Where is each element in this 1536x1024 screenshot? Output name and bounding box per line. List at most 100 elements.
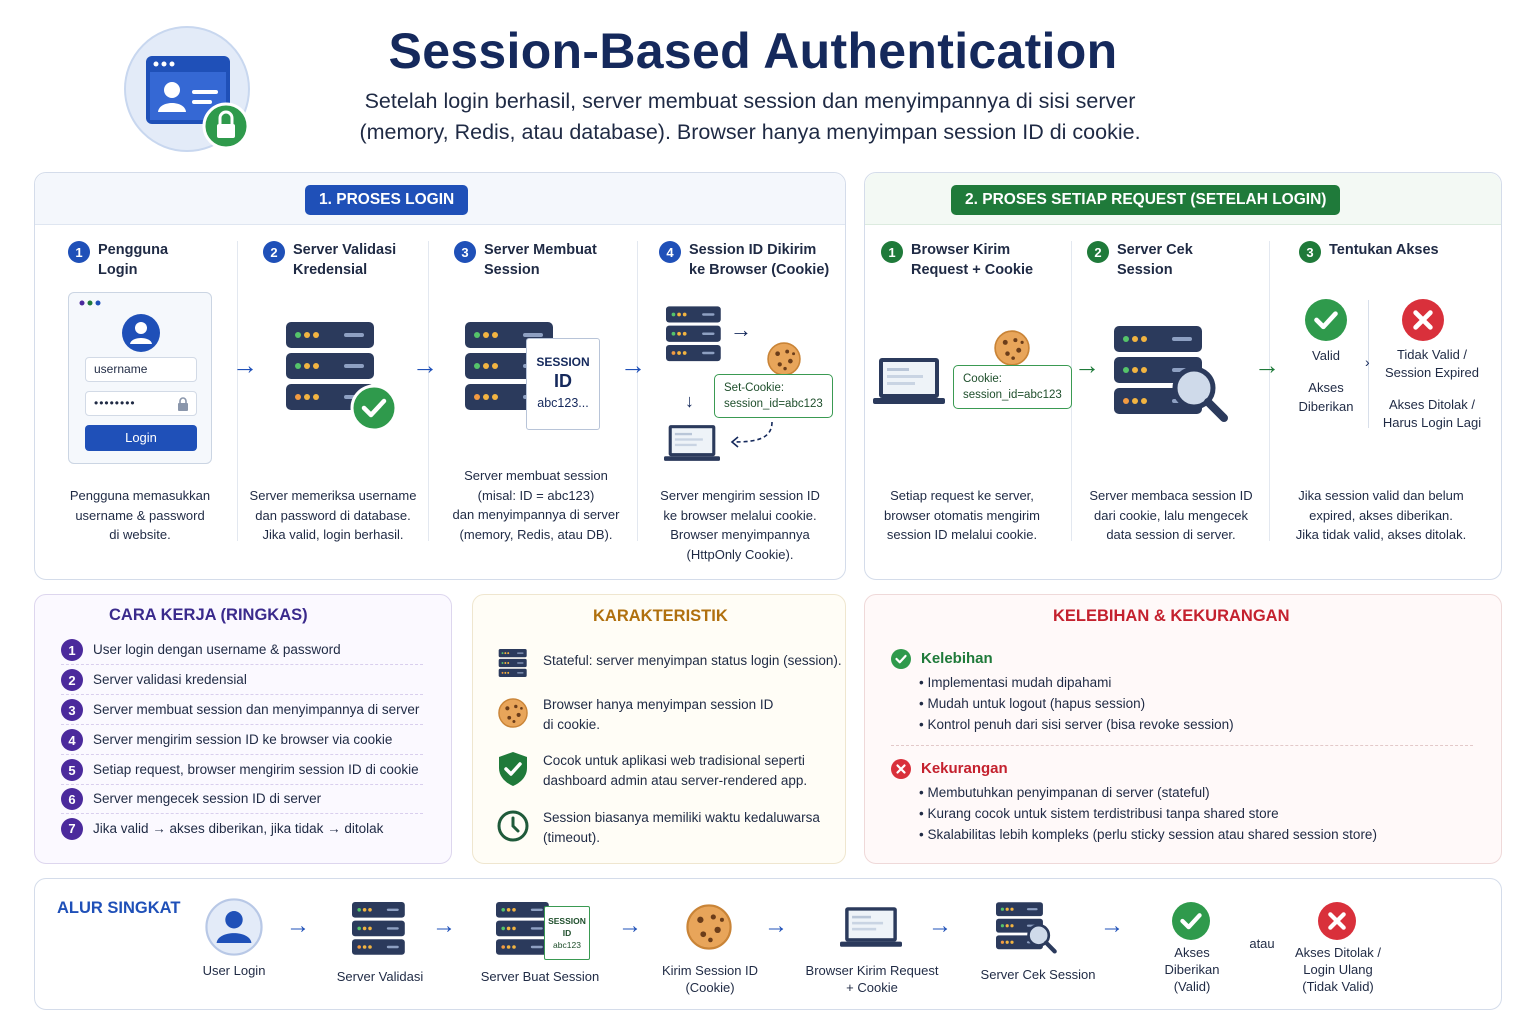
laptop-icon <box>873 358 945 404</box>
list-number: 6 <box>61 788 83 810</box>
arrow-right-icon: → <box>1254 350 1280 380</box>
cons-item: • Kurang cocok untuk sistem terdistribus… <box>919 806 1279 821</box>
set-cookie-label: Set-Cookie: <box>724 382 785 394</box>
cookie-icon <box>767 342 801 376</box>
server-icon <box>498 649 527 677</box>
server-icon <box>496 902 549 955</box>
valid-label: Valid <box>1312 348 1340 363</box>
username-field[interactable]: username <box>85 357 197 382</box>
subtitle-line-2: (memory, Redis, atau database). Browser … <box>359 120 1141 144</box>
cookie-icon <box>498 698 528 728</box>
step-number: 4 <box>659 241 681 263</box>
arrow-right-icon: → <box>928 912 952 939</box>
flow-step-label: User Login <box>202 963 266 978</box>
arrow-right-icon: → <box>620 350 646 380</box>
session-doc-label: SESSION <box>536 355 590 369</box>
pros-cons-panel: KELEBIHAN & KEKURANGAN Kelebihan • Imple… <box>864 594 1502 864</box>
dashed-arrow-icon <box>730 421 773 448</box>
alur-title: ALUR SINGKAT <box>57 899 181 917</box>
session-doc-value: abc123... <box>537 396 589 410</box>
pros-item: • Kontrol penuh dari sisi server (bisa r… <box>919 717 1234 732</box>
cons-item: • Skalabilitas lebih kompleks (perlu sti… <box>919 827 1377 842</box>
login-step-3-desc: Server membuat session(misal: ID = abc12… <box>452 468 620 542</box>
valid-result: Valid Akses Diberikan <box>1286 346 1366 417</box>
set-cookie-box: Set-Cookie: session_id=abc123 <box>714 374 833 418</box>
valid-access-granted: Diberikan <box>1298 399 1354 414</box>
arrow-right-icon: → <box>432 912 456 939</box>
chevron-right-icon: › <box>1365 354 1370 370</box>
cross-circle-icon <box>1318 902 1356 940</box>
list-number: 3 <box>61 699 83 721</box>
server-icon <box>352 902 405 955</box>
flow-step-label: Server Cek Session <box>980 967 1096 982</box>
cara-kerja-title: CARA KERJA (RINGKAS) <box>109 606 308 624</box>
divider <box>1269 241 1270 541</box>
divider <box>237 241 238 541</box>
cookie-icon <box>994 330 1030 366</box>
list-number: 2 <box>61 669 83 691</box>
shield-check-icon <box>499 752 527 786</box>
page-title: Session-Based Authentication <box>388 23 1118 79</box>
cookie-icon <box>686 904 732 950</box>
flow-step-label: Server Buat Session <box>480 969 600 984</box>
flow-step-label: Server Validasi <box>336 969 424 984</box>
list-number: 5 <box>61 759 83 781</box>
check-circle-icon <box>891 649 911 669</box>
password-value: •••••••• <box>94 396 136 410</box>
request-process-label: 2. PROSES SETIAP REQUEST (SETELAH LOGIN) <box>951 185 1341 215</box>
step-number: 3 <box>1299 241 1321 263</box>
page-subtitle: Setelah login berhasil, server membuat s… <box>330 86 1170 148</box>
list-number: 4 <box>61 729 83 751</box>
invalid-cross-icon <box>1402 299 1444 341</box>
arrow-right-icon: → <box>618 912 642 939</box>
step-number: 1 <box>68 241 90 263</box>
login-button[interactable]: Login <box>85 425 197 451</box>
subtitle-line-1: Setelah login berhasil, server membuat s… <box>364 89 1136 113</box>
char-item: Stateful: server menyimpan status login … <box>495 645 842 681</box>
step-number: 1 <box>881 241 903 263</box>
mini-doc-id: ID <box>562 928 572 938</box>
user-avatar-icon <box>122 314 160 352</box>
session-doc-id: ID <box>554 371 572 391</box>
list-number: 7 <box>61 817 83 840</box>
password-field[interactable]: •••••••• <box>85 391 197 416</box>
session-id-document: SESSION ID abc123... <box>526 338 600 430</box>
cookie-value: session_id=abc123 <box>963 389 1062 401</box>
access-denied-label: Akses Ditolak / <box>1389 397 1475 412</box>
char-item: Cocok untuk aplikasi web tradisional sep… <box>495 751 807 791</box>
check-circle-icon <box>1172 902 1210 940</box>
login-form-window: username •••••••• Login <box>68 292 212 464</box>
set-cookie-value: session_id=abc123 <box>724 398 823 410</box>
arrow-right-icon: → <box>1100 912 1124 939</box>
flow-step-label: Browser Kirim Request+ Cookie <box>805 963 939 995</box>
pros-cons-title: KELEBIHAN & KEKURANGAN <box>1053 607 1290 625</box>
session-expired-label: Session Expired <box>1385 365 1479 380</box>
laptop-icon <box>664 425 720 461</box>
server-check-icon <box>996 902 1057 954</box>
pros-item: • Implementasi mudah dipahami <box>919 675 1112 690</box>
clock-icon <box>497 810 529 842</box>
arrow-down-icon: ↓ <box>685 391 694 411</box>
server-small-icon <box>666 306 721 362</box>
divider <box>637 241 638 541</box>
pros-item: • Mudah untuk logout (hapus session) <box>919 696 1146 711</box>
mini-doc-label: SESSION <box>548 916 586 926</box>
mini-session-document: SESSION ID abc123 <box>544 906 590 960</box>
